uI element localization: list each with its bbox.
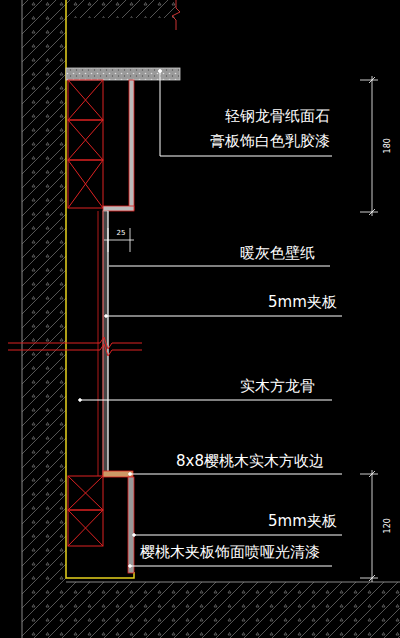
- material-note: 8x8樱桃木实木方收边: [176, 452, 324, 470]
- break-line: [8, 337, 142, 356]
- material-note: 实木方龙骨: [240, 377, 315, 395]
- dimension: 120: [383, 518, 393, 533]
- leader-lines: [79, 70, 342, 568]
- material-note: 5mm夹板: [268, 512, 337, 530]
- gypsum-panel: [129, 80, 134, 210]
- wall-hatch: [22, 0, 66, 638]
- dimension-lines: [104, 76, 378, 582]
- cherry-panel: [128, 477, 134, 573]
- cherry-trim: [103, 471, 133, 477]
- material-note: 轻钢龙骨纸面石 膏板饰白色乳胶漆: [170, 104, 330, 154]
- material-note: 樱桃木夹板饰面喷哑光清漆: [140, 543, 320, 561]
- dimension: 25: [117, 229, 126, 237]
- floor-hatch: [66, 582, 400, 638]
- gypsum-ceiling: [66, 68, 180, 80]
- material-note: 暖灰色壁纸: [240, 244, 315, 262]
- material-note: 5mm夹板: [268, 293, 337, 311]
- timber-blocks: [68, 80, 103, 546]
- dimension: 180: [383, 138, 393, 153]
